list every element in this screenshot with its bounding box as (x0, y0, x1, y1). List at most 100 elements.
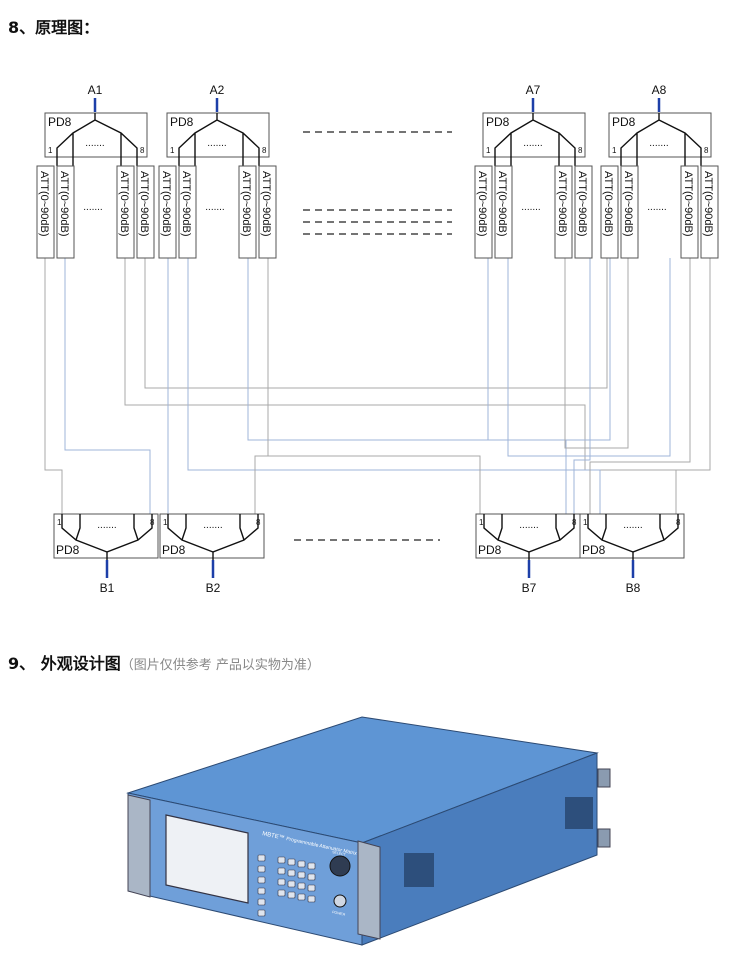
attenuator-label: ATT(0~90dB) (180, 171, 192, 237)
attenuator-ellipsis: ....... (647, 202, 666, 213)
attenuator-label: ATT(0~90dB) (496, 171, 508, 237)
splitter-tree (178, 113, 260, 166)
splitter-ellipsis: ....... (623, 520, 642, 531)
wire (124, 258, 677, 514)
attenuator-label: ATT(0~90dB) (576, 171, 588, 237)
attenuator: ATT(0~90dB) (474, 165, 493, 259)
keypad-button[interactable] (287, 880, 296, 888)
wire (589, 258, 691, 514)
wire (487, 258, 567, 514)
select-knob[interactable] (329, 855, 351, 877)
attenuator-label: ATT(0~90dB) (602, 171, 614, 237)
front-handle-left (127, 794, 151, 898)
attenuator: ATT(0~90dB) (680, 165, 699, 259)
attenuator-box (554, 165, 573, 259)
attenuator-box (258, 165, 277, 259)
continuation-dashes (294, 131, 452, 541)
port-first-label: 1 (57, 518, 62, 527)
wire (247, 258, 611, 441)
side-button[interactable] (257, 909, 266, 917)
keypad-button[interactable] (277, 867, 286, 875)
attenuator-label: ATT(0~90dB) (118, 171, 130, 237)
attenuator-label: ATT(0~90dB) (160, 171, 172, 237)
keypad-button[interactable] (287, 869, 296, 877)
splitter-ellipsis: ....... (97, 520, 116, 531)
attenuator: ATT(0~90dB) (56, 165, 75, 259)
keypad-button[interactable] (297, 882, 306, 890)
attenuator: ATT(0~90dB) (554, 165, 573, 259)
wire (254, 455, 268, 514)
attenuator-box (158, 165, 177, 259)
splitter-label: PD8 (582, 543, 606, 557)
attenuator-label: ATT(0~90dB) (260, 171, 272, 237)
attenuator-box (36, 165, 55, 259)
keypad-button[interactable] (307, 895, 316, 903)
side-button[interactable] (257, 898, 266, 906)
splitter-ellipsis: ....... (207, 138, 226, 149)
side-button[interactable] (257, 854, 266, 862)
screen-side-buttons[interactable] (257, 854, 266, 917)
side-button[interactable] (257, 865, 266, 873)
keypad-button[interactable] (287, 891, 296, 899)
keypad-button[interactable] (307, 884, 316, 892)
keypad-button[interactable] (277, 856, 286, 864)
attenuator: ATT(0~90dB) (494, 165, 513, 259)
keypad-button[interactable] (307, 862, 316, 870)
side-button[interactable] (257, 887, 266, 895)
front-handle-right (357, 840, 381, 940)
attenuator-ellipsis: ....... (205, 202, 224, 213)
keypad-button[interactable] (297, 893, 306, 901)
attenuator-label: ATT(0~90dB) (682, 171, 694, 237)
keypad-button[interactable] (307, 873, 316, 881)
port-first-label: 1 (583, 518, 588, 527)
wire (267, 258, 481, 514)
attenuator-label: ATT(0~90dB) (38, 171, 50, 237)
splitter-label: PD8 (56, 543, 80, 557)
power-button[interactable] (333, 894, 347, 908)
keypad-button[interactable] (277, 889, 286, 897)
bottom-port-label: B1 (100, 581, 115, 595)
wire (144, 258, 608, 389)
attenuator-box (474, 165, 493, 259)
section-9-heading-text: 9、 外观设计图 (8, 654, 121, 673)
side-button[interactable] (257, 876, 266, 884)
attenuator-box (680, 165, 699, 259)
port-first-label: 1 (48, 146, 53, 155)
port-first-label: 1 (479, 518, 484, 527)
splitter-label: PD8 (486, 115, 510, 129)
port-first-label: 1 (170, 146, 175, 155)
port-first-label: 1 (486, 146, 491, 155)
attenuator-box (116, 165, 135, 259)
power-label: POWER (332, 910, 346, 917)
keypad-button[interactable] (297, 860, 306, 868)
splitter-tree (620, 113, 702, 166)
attenuator: ATT(0~90dB) (136, 165, 155, 259)
keypad-button[interactable] (297, 871, 306, 879)
keypad-button[interactable] (287, 858, 296, 866)
port-last-label: 8 (262, 146, 267, 155)
keypad-button[interactable] (277, 878, 286, 886)
attenuator: ATT(0~90dB) (178, 165, 197, 259)
attenuator: ATT(0~90dB) (600, 165, 619, 259)
bottom-port-label: B2 (206, 581, 221, 595)
attenuator-label: ATT(0~90dB) (240, 171, 252, 237)
attenuator: ATT(0~90dB) (574, 165, 593, 259)
port-first-label: 1 (612, 146, 617, 155)
section-9-note: （图片仅供参考 产品以实物为准） (120, 658, 320, 673)
attenuator-box (574, 165, 593, 259)
splitter-ellipsis: ....... (523, 138, 542, 149)
attenuator: ATT(0~90dB) (238, 165, 257, 259)
attenuator-label: ATT(0~90dB) (622, 171, 634, 237)
top-port-label: A1 (88, 83, 103, 97)
numeric-keypad[interactable] (277, 856, 316, 903)
rear-handles (597, 768, 611, 848)
attenuator: ATT(0~90dB) (258, 165, 277, 259)
splitter-ellipsis: ....... (85, 138, 104, 149)
attenuator-box (494, 165, 513, 259)
attenuator-box (56, 165, 75, 259)
